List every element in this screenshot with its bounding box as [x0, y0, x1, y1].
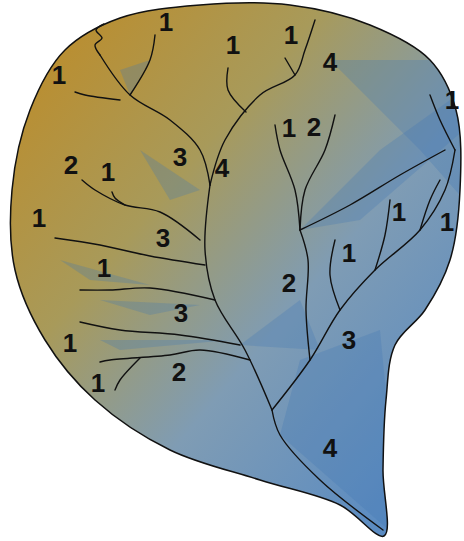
- stream-order-number: 2: [282, 270, 296, 296]
- basin-boundary: [10, 3, 461, 537]
- stream-segment: [272, 150, 455, 410]
- stream-segment: [227, 68, 246, 112]
- stream-segment: [375, 200, 390, 270]
- stream-segment: [300, 230, 310, 360]
- stream-segment: [205, 185, 272, 410]
- stream-segment: [95, 24, 104, 55]
- stream-order-number: 1: [284, 22, 298, 48]
- terrain-facet: [300, 90, 464, 230]
- stream-segment: [100, 55, 210, 185]
- stream-order-number: 3: [156, 225, 170, 251]
- stream-order-number: 1: [342, 240, 356, 266]
- stream-segment: [75, 92, 120, 100]
- stream-order-number: 4: [323, 435, 337, 461]
- terrain-facets: [60, 60, 464, 540]
- stream-segment: [285, 58, 295, 75]
- stream-order-number: 4: [323, 49, 337, 75]
- stream-segment: [115, 358, 140, 390]
- stream-order-number: 1: [282, 115, 296, 141]
- stream-segment: [82, 180, 200, 240]
- stream-order-number: 2: [307, 114, 321, 140]
- stream-segment: [300, 115, 335, 230]
- stream-segment: [55, 238, 205, 265]
- stream-order-number: 1: [392, 199, 406, 225]
- stream-segment: [272, 410, 383, 530]
- stream-order-number: 3: [173, 144, 187, 170]
- stream-segment: [112, 192, 125, 205]
- stream-segment: [330, 240, 340, 310]
- terrain-facet: [100, 340, 230, 350]
- stream-order-number: 1: [32, 205, 46, 231]
- stream-segment: [130, 35, 155, 95]
- stream-order-number: 1: [159, 9, 173, 35]
- stream-order-number: 3: [174, 300, 188, 326]
- terrain-facet: [280, 330, 400, 540]
- stream-order-number: 1: [226, 32, 240, 58]
- stream-order-number: 1: [101, 159, 115, 185]
- stream-network: [55, 20, 455, 530]
- stream-order-number: 1: [91, 370, 105, 396]
- stream-segment: [300, 150, 445, 230]
- terrain-facet: [140, 150, 200, 200]
- stream-segment: [420, 180, 440, 230]
- stream-segment: [210, 20, 315, 185]
- stream-segment: [80, 288, 215, 300]
- stream-order-number: 3: [342, 327, 356, 353]
- stream-order-number: 1: [445, 87, 459, 113]
- stream-order-number: 1: [52, 62, 66, 88]
- stream-segment: [80, 322, 240, 345]
- stream-order-number: 2: [172, 359, 186, 385]
- stream-order-number: 2: [64, 152, 78, 178]
- stream-order-number: 1: [440, 209, 454, 235]
- stream-order-number: 1: [97, 255, 111, 281]
- stream-order-number: 4: [215, 155, 229, 181]
- stream-order-number: 1: [63, 330, 77, 356]
